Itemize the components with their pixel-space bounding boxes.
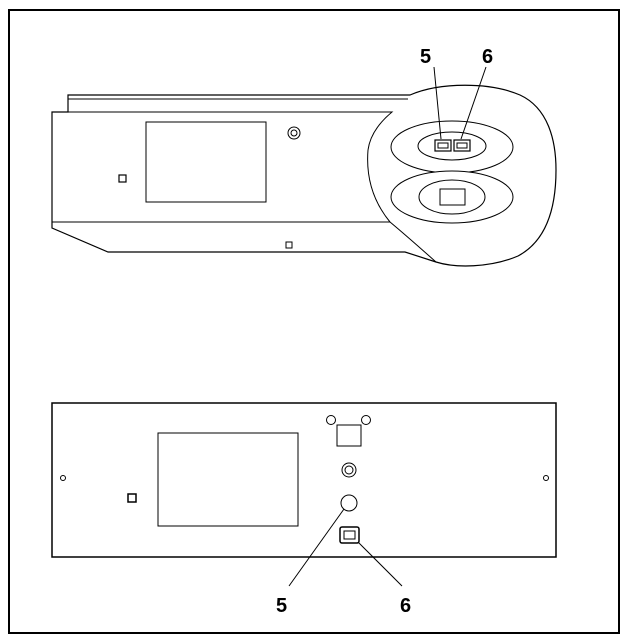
bottom-view: 5 6: [51, 402, 557, 617]
front-indicator: [127, 493, 137, 503]
mounting-hole-right: [543, 475, 549, 481]
front-small-circle-right: [361, 415, 371, 425]
top-view-bottom-square: [285, 241, 293, 249]
callout-5-top: 5: [420, 46, 431, 68]
leader-5-top: [433, 66, 442, 140]
front-panel: [51, 402, 557, 558]
mounting-hole-left: [60, 475, 66, 481]
leader-6-bottom: [357, 541, 403, 587]
callout-6-top: 6: [482, 46, 493, 68]
top-view-indicator: [118, 174, 127, 183]
leader-6-top: [460, 66, 487, 140]
front-port-5: [340, 494, 358, 512]
top-view-display: [145, 121, 267, 203]
front-top-connector: [336, 424, 362, 447]
top-view: 5 6: [51, 46, 557, 267]
front-display: [157, 432, 299, 527]
leader-5-bottom: [288, 508, 345, 587]
callout-5-bottom: 5: [276, 595, 287, 617]
lower-connector-port: [439, 188, 466, 206]
upper-connector-inner: [417, 131, 487, 161]
front-small-circle-left: [326, 415, 336, 425]
callout-6-bottom: 6: [400, 595, 411, 617]
